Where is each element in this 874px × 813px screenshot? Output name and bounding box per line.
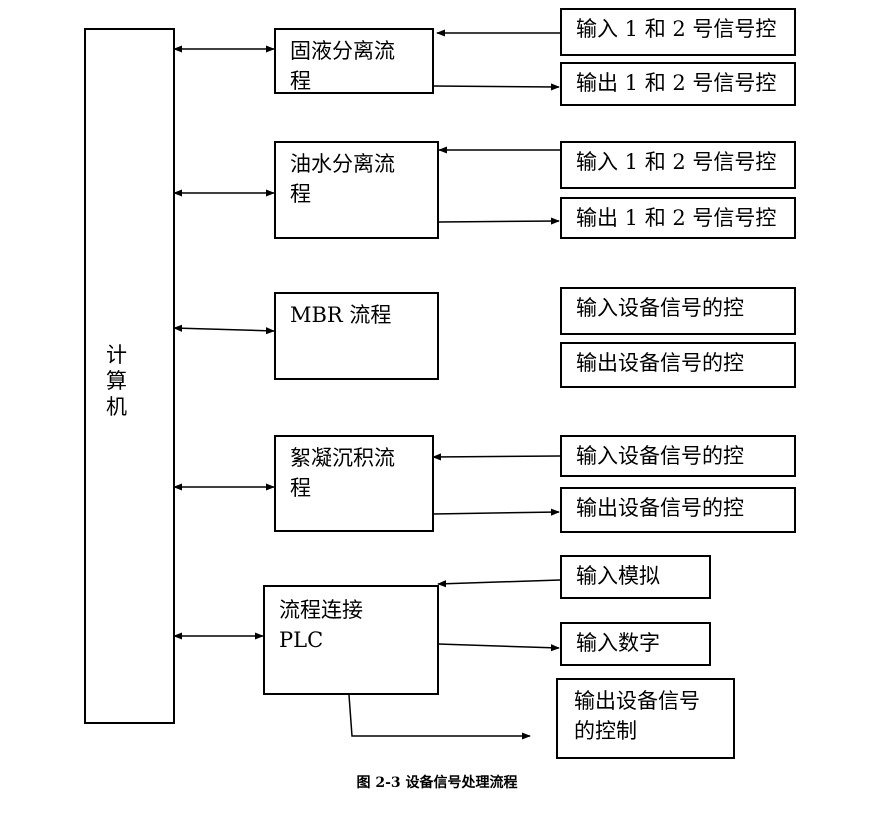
process-label-line: 程: [290, 69, 311, 93]
process-mbr: MBR 流程: [274, 292, 439, 380]
link-computer-mbr: [173, 324, 275, 335]
process-label-line: PLC: [279, 628, 324, 652]
process-label-line: 固液分离流: [290, 39, 395, 63]
arrow-output-flocculation: [432, 508, 560, 516]
process-label-line: MBR 流程: [290, 303, 392, 327]
arrow-output-plc: [348, 694, 531, 740]
computer-label: 计 算 机: [106, 343, 127, 419]
arrow-output-solid-liquid: [432, 83, 560, 91]
process-plc: 流程连接 PLC: [263, 585, 439, 695]
arrow-input-flocculation: [432, 453, 561, 461]
signal-output-2: 输出 1 和 2 号信号控: [560, 197, 796, 239]
signal-input-1: 输入 1 和 2 号信号控: [560, 8, 796, 56]
arrow-output-oil-water: [437, 217, 560, 225]
process-label-line: 程: [290, 182, 311, 206]
signal-output-plc-line: 输出设备信号: [574, 689, 700, 713]
process-flocculation: 絮凝沉积流 程: [274, 435, 434, 532]
process-solid-liquid: 固液分离流 程: [274, 28, 434, 94]
signal-output-mbr: 输出设备信号的控: [560, 342, 796, 388]
process-label-line: 絮凝沉积流: [290, 446, 395, 470]
signal-input-analog: 输入模拟: [560, 555, 711, 599]
signal-input-2: 输入 1 和 2 号信号控: [560, 141, 796, 189]
signal-output-plc: 输出设备信号 的控制: [556, 678, 735, 759]
signal-input-mbr: 输入设备信号的控: [560, 287, 796, 335]
signal-output-1: 输出 1 和 2 号信号控: [560, 62, 796, 106]
figure-caption: 图 2-3 设备信号处理流程: [356, 775, 518, 791]
arrow-input-analog-plc: [437, 579, 561, 588]
computer-box: 计 算 机: [84, 28, 175, 724]
signal-input-flocculation: 输入设备信号的控: [560, 435, 796, 477]
process-oil-water: 油水分离流 程: [274, 141, 439, 239]
process-label-line: 流程连接: [279, 598, 363, 622]
arrow-input-digital-plc: [437, 643, 560, 652]
signal-input-digital: 输入数字: [560, 622, 711, 666]
signal-output-flocculation: 输出设备信号的控: [560, 487, 796, 533]
process-label-line: 程: [290, 476, 311, 500]
signal-output-plc-line: 的控制: [574, 719, 637, 743]
process-label-line: 油水分离流: [290, 152, 395, 176]
